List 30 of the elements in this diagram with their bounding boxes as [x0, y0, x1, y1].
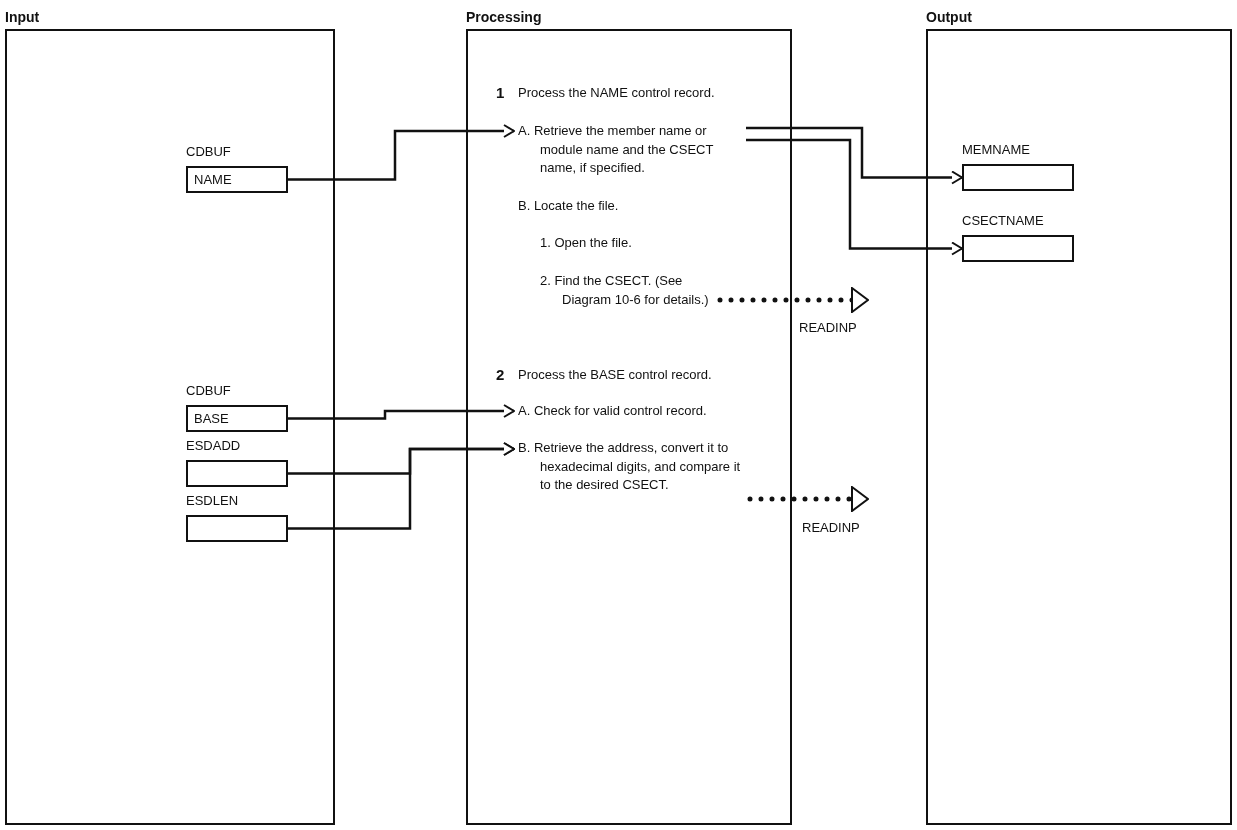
field-label: ESDADD — [186, 438, 241, 453]
edge-label: READINP — [797, 320, 859, 335]
step-text: A. Retrieve the member name or module name and the CSECT name, if specified. — [514, 122, 746, 178]
arrow — [288, 442, 515, 530]
edge-label: READINP — [800, 520, 862, 535]
arrow — [746, 126, 963, 185]
step-text: Process the BASE control record. — [518, 367, 712, 382]
field-value: NAME — [194, 172, 232, 187]
step-text: B. Locate the file. — [514, 197, 718, 216]
panel-heading: Input — [5, 9, 40, 25]
field-label: ESDLEN — [186, 493, 239, 508]
arrow — [288, 404, 515, 420]
step-text: Process the NAME control record. — [518, 85, 715, 100]
field-label: CSECTNAME — [962, 213, 1044, 228]
step-number: 2 — [496, 366, 505, 385]
step-text: A. Check for valid control record. — [514, 402, 778, 421]
field-value: BASE — [194, 411, 229, 426]
step-text: 1. Open the file. — [536, 234, 720, 253]
dotted-arrow — [747, 486, 871, 512]
step-number: 1 — [496, 84, 505, 103]
step-text: 2. Find the CSECT. (See Diagram 10-6 for details.) — [536, 272, 720, 309]
step-text: B. Retrieve the address, convert it to hexadecimal digits, and compare it to the desired CSECT. — [514, 439, 750, 495]
arrow — [288, 124, 515, 181]
panel-heading: Processing — [466, 9, 542, 25]
field-label: CDBUF — [186, 383, 231, 398]
panel-heading: Output — [926, 9, 972, 25]
arrow — [746, 138, 963, 256]
dotted-arrow — [717, 287, 871, 313]
field-label: MEMNAME — [962, 142, 1030, 157]
field-label: CDBUF — [186, 144, 231, 159]
